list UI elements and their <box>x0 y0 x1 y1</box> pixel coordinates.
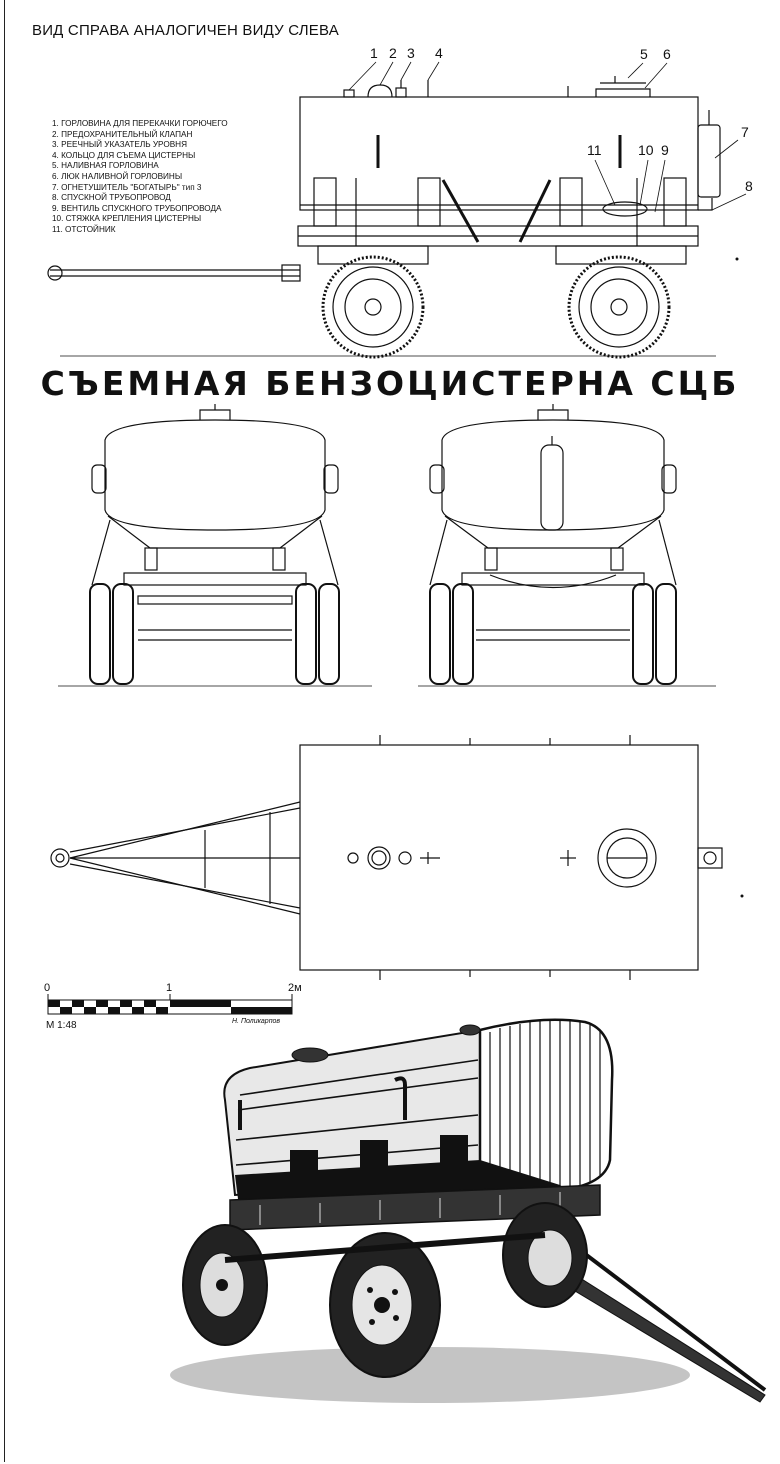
illustration-wheel-rear <box>502 1202 588 1308</box>
legend-item: 7. ОГНЕТУШИТЕЛЬ "БОГАТЫРЬ" тип 3 <box>52 182 202 192</box>
scale-tick-2: 2м <box>288 982 302 994</box>
callout-8: 8 <box>745 178 753 194</box>
callout-5: 5 <box>640 46 648 62</box>
page-frame <box>4 0 779 1462</box>
legend-item: 8. СПУСКНОЙ ТРУБОПРОВОД <box>52 193 171 203</box>
callout-9: 9 <box>661 142 669 158</box>
rear-view <box>418 404 716 687</box>
scale-bar <box>47 994 293 1015</box>
top-view <box>50 735 723 980</box>
parts-legend: 1. ГОРЛОВИНА ДЛЯ ПЕРЕКАЧКИ ГОРЮЧЕГО 2. П… <box>52 119 228 236</box>
side-view <box>47 76 721 357</box>
side-wheel-rear <box>567 255 671 359</box>
front-view <box>58 404 372 687</box>
callout-leaders <box>348 61 747 213</box>
legend-item: 6. ЛЮК НАЛИВНОЙ ГОРЛОВИНЫ <box>52 171 183 181</box>
drawing-title: СЪЕМНАЯ БЕНЗОЦИСТЕРНА СЦБ <box>40 364 740 403</box>
illustration-wheel-front-left <box>182 1224 268 1346</box>
speck <box>740 894 744 898</box>
author-signature: Н. Поликарпов <box>232 1018 281 1025</box>
scale-ratio: М 1:48 <box>46 1020 77 1031</box>
side-wheel-front <box>321 255 425 359</box>
callout-7: 7 <box>741 124 749 140</box>
illustration-wheel-front-near <box>329 1232 441 1378</box>
callout-1: 1 <box>370 45 378 61</box>
legend-item: 4. КОЛЬЦО ДЛЯ СЪЕМА ЦИСТЕРНЫ <box>52 150 196 160</box>
scale-tick-1: 1 <box>166 982 173 994</box>
legend-item: 2. ПРЕДОХРАНИТЕЛЬНЫЙ КЛАПАН <box>52 129 193 139</box>
perspective-illustration <box>170 1018 767 1403</box>
callout-2: 2 <box>389 45 397 61</box>
legend-item: 10. СТЯЖКА КРЕПЛЕНИЯ ЦИСТЕРНЫ <box>52 214 202 224</box>
callout-11: 11 <box>587 142 602 158</box>
callout-6: 6 <box>663 46 671 62</box>
view-note: ВИД СПРАВА АНАЛОГИЧЕН ВИДУ СЛЕВА <box>32 22 339 39</box>
legend-item: 3. РЕЕЧНЫЙ УКАЗАТЕЛЬ УРОВНЯ <box>52 140 187 150</box>
legend-item: 9. ВЕНТИЛЬ СПУСКНОГО ТРУБОПРОВОДА <box>52 203 222 213</box>
scale-tick-0: 0 <box>44 982 51 994</box>
callout-3: 3 <box>407 45 415 61</box>
speck <box>735 257 739 261</box>
callout-4: 4 <box>435 45 443 61</box>
legend-item: 5. НАЛИВНАЯ ГОРЛОВИНА <box>52 161 159 171</box>
callout-10: 10 <box>638 142 654 158</box>
legend-item: 1. ГОРЛОВИНА ДЛЯ ПЕРЕКАЧКИ ГОРЮЧЕГО <box>52 119 228 128</box>
legend-item: 11. ОТСТОЙНИК <box>52 224 116 234</box>
